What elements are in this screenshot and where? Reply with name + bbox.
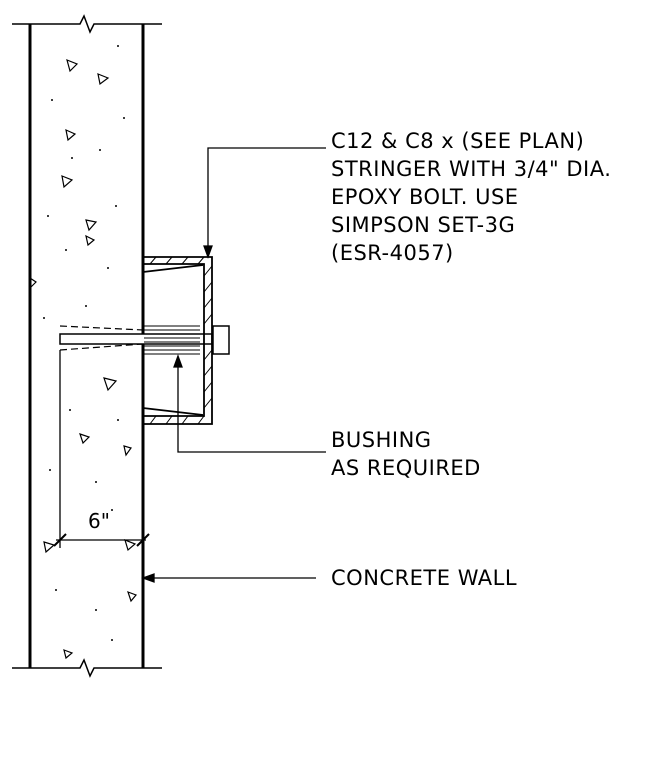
stringer-note-line-4: SIMPSON SET-3G bbox=[331, 213, 515, 237]
stringer-note-line-3: EPOXY BOLT. USE bbox=[331, 185, 519, 209]
epoxy-bolt bbox=[59, 325, 230, 355]
bushing-note: BUSHING AS REQUIRED bbox=[331, 428, 481, 480]
leader-wall bbox=[141, 573, 316, 583]
stringer-note-line-2: STRINGER WITH 3/4" DIA. bbox=[331, 157, 611, 181]
concrete-wall bbox=[12, 14, 162, 678]
stringer-note-line-5: (ESR-4057) bbox=[331, 241, 454, 265]
leader-bushing bbox=[173, 354, 326, 453]
wall-note: CONCRETE WALL bbox=[331, 566, 517, 590]
bolt-threads bbox=[144, 325, 200, 355]
top-break-line bbox=[12, 14, 162, 34]
stringer-note-line-1: C12 & C8 x (SEE PLAN) bbox=[331, 129, 584, 153]
bolt-nut bbox=[212, 325, 230, 355]
concrete-hatch bbox=[29, 58, 138, 660]
bushing-note-line-1: BUSHING bbox=[331, 428, 432, 452]
concrete-dots bbox=[43, 45, 125, 641]
stringer-note: C12 & C8 x (SEE PLAN) STRINGER WITH 3/4"… bbox=[331, 129, 611, 265]
wall-note-line-1: CONCRETE WALL bbox=[331, 566, 517, 590]
bushing-note-line-2: AS REQUIRED bbox=[331, 456, 481, 480]
embed-depth-label: 6" bbox=[88, 509, 110, 533]
bottom-break-line bbox=[12, 658, 162, 678]
leader-stringer bbox=[203, 147, 326, 259]
embed-dimension bbox=[53, 350, 150, 548]
